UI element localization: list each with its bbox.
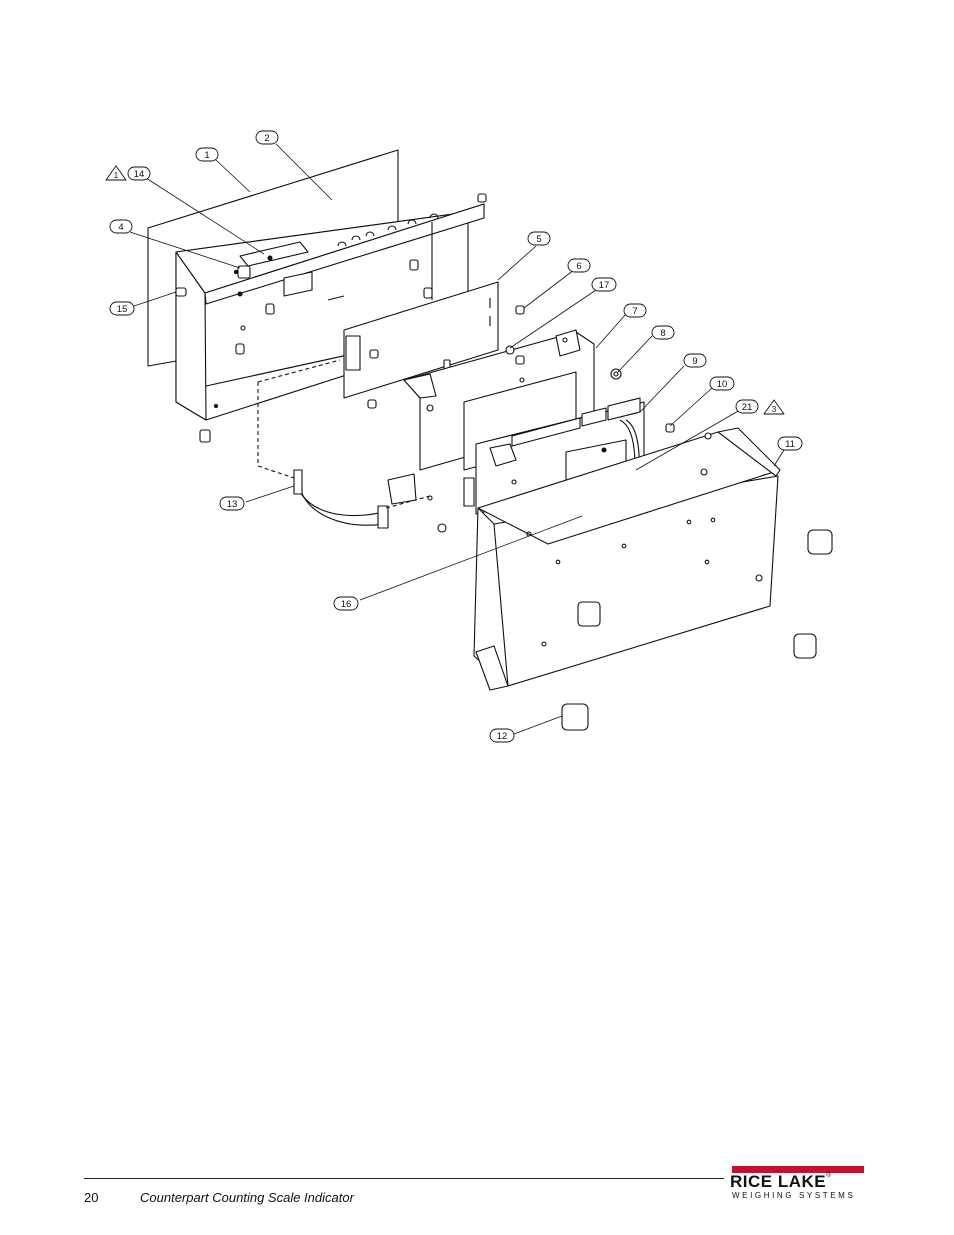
note-flag-1: 1 [114,171,119,180]
callout-2: 2 [264,133,269,144]
callout-6: 6 [576,261,581,272]
callout-14: 14 [134,169,145,180]
callout-17: 17 [599,280,610,291]
callout-bubbles [105,130,803,743]
logo-red-bar [732,1166,864,1173]
callout-9: 9 [692,356,697,367]
logo-wordmark: RICE LAKE® [730,1172,832,1191]
note-flag-3: 3 [772,405,777,414]
footer-rule [84,1178,724,1179]
page-number: 20 [84,1190,99,1205]
callout-16: 16 [341,599,352,610]
callout-4: 4 [118,222,123,233]
leader-lines [129,143,785,735]
callout-7: 7 [632,306,637,317]
callout-15: 15 [117,304,128,315]
callout-21: 21 [742,402,753,413]
callout-11: 11 [785,439,795,450]
rice-lake-logo: RICE LAKE® WEIGHING SYSTEMS [730,1166,866,1200]
ribbon-cable [257,359,431,529]
callout-labels: 1 2 14 4 15 5 6 17 7 8 9 10 21 11 13 16 … [114,133,795,742]
standoff-part [237,265,251,279]
callout-10: 10 [717,379,728,390]
callout-5: 5 [536,234,541,245]
cpu-board [463,397,645,523]
callout-12: 12 [497,731,508,742]
callout-8: 8 [660,328,665,339]
callout-13: 13 [227,499,238,510]
logo-tagline: WEIGHING SYSTEMS [732,1191,856,1200]
front-enclosure [473,427,781,691]
rubber-feet [561,529,833,731]
document-title: Counterpart Counting Scale Indicator [140,1190,354,1205]
sub-board [343,281,499,409]
rear-screw [175,287,211,443]
callout-1: 1 [204,150,209,161]
